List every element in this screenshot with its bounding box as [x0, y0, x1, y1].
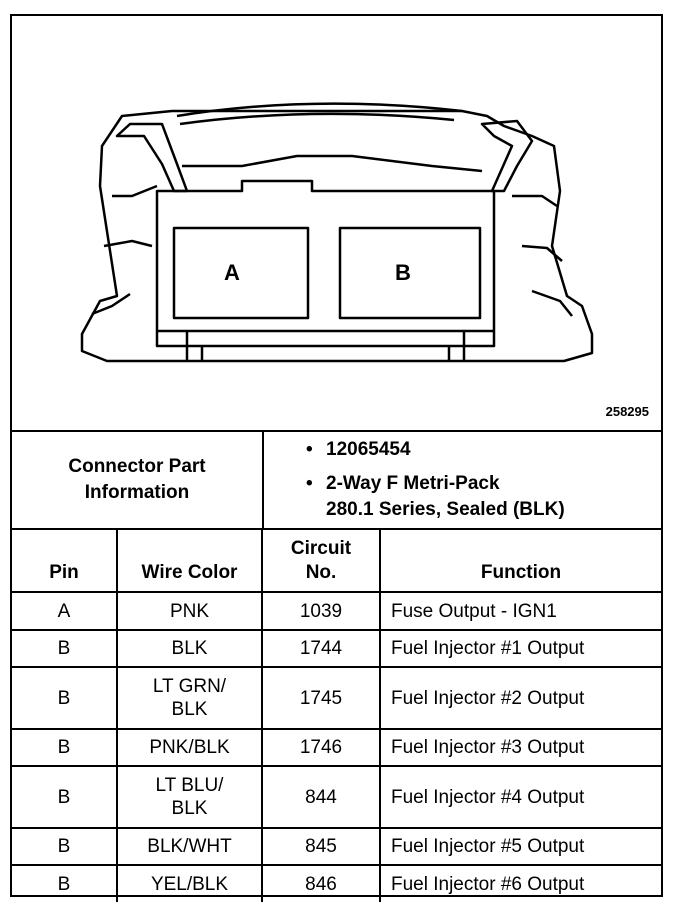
- connector-info-label-line1: Connector Part: [68, 456, 206, 477]
- table-row: B PNK/BLK 1746 Fuel Injector #3 Output: [12, 728, 661, 767]
- wire-color-line1: LT GRN/: [152, 676, 227, 697]
- pin-cell: B: [12, 765, 118, 829]
- circuit-cell: 1744: [261, 629, 381, 668]
- connector-document: A B 258295 Connector Part Information • …: [10, 14, 663, 902]
- wire-color-cell: PNK: [116, 591, 263, 631]
- pin-cell: B: [12, 728, 118, 767]
- table-row: B LT GRN/ BLK 1745 Fuel Injector #2 Outp…: [12, 666, 661, 730]
- wire-color-line1: LT BLU/: [155, 775, 224, 796]
- circuit-cell: 1746: [261, 728, 381, 767]
- pin-cell: B: [12, 864, 118, 902]
- connector-description-line1: 2-Way F Metri-Pack: [326, 473, 500, 494]
- pin-cell: B: [12, 629, 118, 668]
- function-cell: Fuel Injector #5 Output: [379, 827, 661, 866]
- function-cell: Fuel Injector #2 Output: [379, 666, 661, 730]
- part-number: 12065454: [326, 439, 411, 460]
- circuit-cell: 845: [261, 827, 381, 866]
- figure-id: 258295: [605, 404, 649, 419]
- pin-a-label: A: [224, 260, 240, 285]
- connector-info-label-line2: Information: [84, 482, 190, 503]
- pin-cell: B: [12, 827, 118, 866]
- table-row: B BLK 1744 Fuel Injector #1 Output: [12, 629, 661, 668]
- wire-color-cell: LT BLU/ BLK: [116, 765, 263, 829]
- function-cell: Fuel Injector #3 Output: [379, 728, 661, 767]
- table-row: B YEL/BLK 846 Fuel Injector #6 Output: [12, 864, 661, 902]
- header-circuit-line1: Circuit: [290, 538, 352, 559]
- bullet-2: •: [306, 473, 313, 494]
- wire-color-cell: BLK/WHT: [116, 827, 263, 866]
- pin-table: Pin Wire Color Circuit No. Function A PN…: [12, 528, 661, 902]
- table-row: A PNK 1039 Fuse Output - IGN1: [12, 591, 661, 631]
- header-circuit-line2: No.: [305, 562, 337, 583]
- function-cell: Fuel Injector #4 Output: [379, 765, 661, 829]
- pin-cell: B: [12, 666, 118, 730]
- header-pin: Pin: [12, 528, 118, 593]
- pin-cell: A: [12, 591, 118, 631]
- wire-color-line2: BLK: [171, 798, 208, 819]
- header-circuit: Circuit No.: [261, 528, 381, 593]
- function-cell: Fuel Injector #6 Output: [379, 864, 661, 902]
- header-function: Function: [379, 528, 661, 593]
- circuit-cell: 844: [261, 765, 381, 829]
- connector-info-details: • 12065454 • 2-Way F Metri-Pack 280.1 Se…: [264, 432, 661, 528]
- pin-b-label: B: [395, 260, 411, 285]
- table-row: B BLK/WHT 845 Fuel Injector #5 Output: [12, 827, 661, 866]
- section-divider: [12, 430, 661, 432]
- header-wire-color: Wire Color: [116, 528, 263, 593]
- connector-info-heading: Connector Part Information: [12, 432, 264, 528]
- table-row: B LT BLU/ BLK 844 Fuel Injector #4 Outpu…: [12, 765, 661, 829]
- table-header-row: Pin Wire Color Circuit No. Function: [12, 528, 661, 593]
- connector-illustration: A B 258295: [12, 16, 661, 430]
- circuit-cell: 846: [261, 864, 381, 902]
- connector-drawing: [80, 102, 594, 363]
- wire-color-cell: PNK/BLK: [116, 728, 263, 767]
- connector-part-info: Connector Part Information • 12065454 • …: [12, 432, 661, 528]
- wire-color-cell: YEL/BLK: [116, 864, 263, 902]
- circuit-cell: 1745: [261, 666, 381, 730]
- bullet-1: •: [306, 439, 313, 460]
- wire-color-cell: BLK: [116, 629, 263, 668]
- function-cell: Fuse Output - IGN1: [379, 591, 661, 631]
- circuit-cell: 1039: [261, 591, 381, 631]
- wire-color-cell: LT GRN/ BLK: [116, 666, 263, 730]
- connector-description-line2: 280.1 Series, Sealed (BLK): [326, 499, 565, 520]
- function-cell: Fuel Injector #1 Output: [379, 629, 661, 668]
- wire-color-line2: BLK: [171, 699, 208, 720]
